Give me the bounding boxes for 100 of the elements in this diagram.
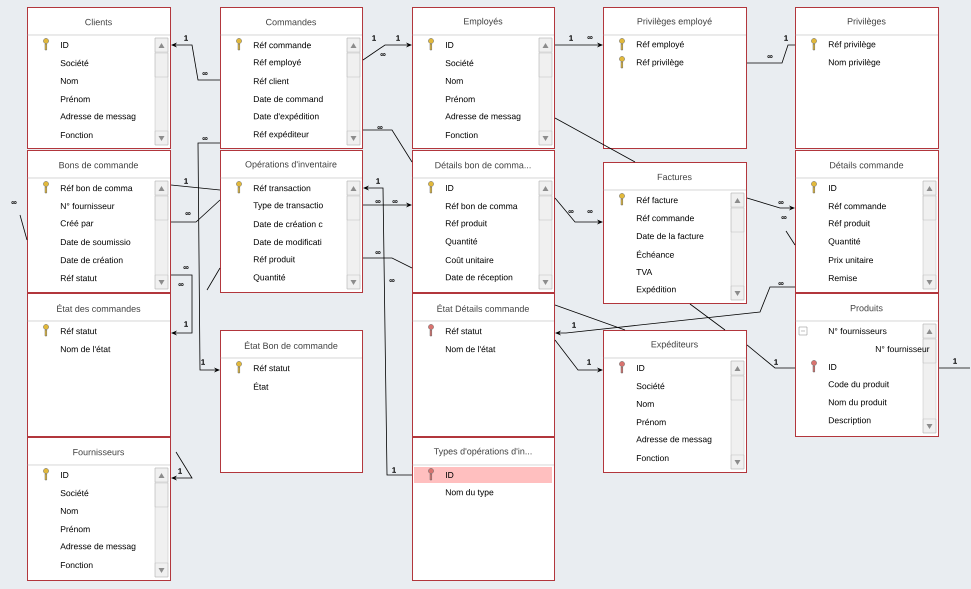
field-name: Prénom [60, 526, 90, 532]
field-name: Quantité [446, 238, 478, 246]
relationship-line [786, 230, 796, 246]
table-title: Employés [464, 18, 502, 26]
relationship-line [170, 274, 192, 336]
relationship-line [170, 184, 220, 190]
field-name: Adresse de messag [60, 543, 136, 551]
field-name: Coût unitaire [446, 256, 494, 264]
field-name: Expédition [636, 286, 676, 294]
field-name: État [254, 382, 268, 390]
field-name: Nom du produit [828, 399, 887, 407]
field-name: Date de création [60, 256, 122, 264]
field-name: Société [446, 60, 474, 66]
table-box [412, 437, 555, 581]
relationship-line [746, 344, 796, 368]
table-title: Bons de commande [59, 162, 138, 168]
field-name: Date de la facture [636, 232, 704, 240]
relationship-line [554, 304, 626, 330]
relationship-line [554, 118, 636, 162]
table-box [412, 150, 555, 293]
table-box [412, 293, 555, 437]
field-name: Fonction [446, 132, 478, 138]
table-title: État des commandes [57, 304, 140, 312]
relationship-line [362, 258, 412, 268]
table-title: Commandes [266, 18, 316, 26]
field-name: Remise [828, 274, 857, 282]
field-name: N° fournisseurs [828, 328, 887, 334]
table-box [26, 437, 171, 581]
relationship-line [170, 200, 220, 222]
field-name: Adresse de messag [445, 113, 520, 121]
field-name: Adresse de messag [60, 113, 136, 121]
table-box [794, 150, 939, 293]
table-title: Produits [850, 304, 883, 312]
field-name: Réf transaction [254, 184, 310, 192]
relationship-line [746, 44, 796, 64]
field-name: Nom [446, 78, 463, 84]
field-name: Réf commande [828, 202, 886, 210]
table-box [220, 150, 363, 293]
field-name: Réf produit [254, 256, 296, 264]
field-name: Prénom [636, 418, 666, 426]
table-box [220, 330, 363, 473]
field-name: Société [636, 382, 664, 390]
table-title: Détails commande [830, 162, 904, 168]
field-name: ID [829, 185, 836, 191]
relationship-line [206, 268, 220, 290]
field-name: Réf commande [254, 42, 311, 48]
field-name: ID [446, 42, 454, 48]
table-box [794, 293, 939, 437]
field-name: Date de réception [446, 274, 512, 282]
field-name: Réf facture [636, 196, 678, 204]
relationship-line [690, 304, 726, 330]
relationship-line [20, 214, 28, 240]
table-title: Clients [85, 18, 112, 26]
field-name: ID [61, 42, 68, 48]
field-name: Fonction [60, 132, 92, 138]
table-box [26, 7, 171, 149]
field-name: Réf statut [446, 328, 482, 334]
table-title: Expéditeurs [652, 340, 698, 350]
field-name: Réf produit [446, 220, 488, 228]
table-title: Types d'opérations d'in... [434, 448, 532, 456]
field-name: Date de création c [254, 220, 322, 228]
field-name: Réf employé [254, 58, 301, 68]
selected-row: ID [414, 467, 552, 483]
field-name: ID [446, 185, 454, 191]
table-title: Fournisseurs [73, 448, 124, 456]
field-name: Nom du type [446, 489, 494, 497]
field-name: Quantité [254, 274, 286, 282]
field-name: Quantité [828, 238, 860, 246]
relationship-line [362, 130, 412, 162]
field-name: Nom [60, 78, 78, 84]
table-title: Opérations d'inventaire [245, 160, 337, 170]
table-box [602, 330, 747, 473]
field-name: Date de modificati [254, 238, 322, 246]
field-name: Réf statut [60, 274, 97, 282]
field-name: Adresse de messag [636, 436, 712, 444]
table-title: Détails bon de comma... [435, 162, 530, 168]
field-name: Date d'expédition [254, 112, 319, 122]
field-name: Fonction [60, 562, 92, 568]
field-name: ID [829, 364, 836, 370]
field-name: Nom [636, 401, 654, 407]
field-name: Type de transactio [253, 202, 323, 210]
field-name: ID [637, 365, 644, 371]
field-name: N° fournisseur [876, 346, 930, 352]
table-box [220, 7, 363, 149]
field-name: Réf bon de comma [446, 202, 518, 210]
table-title: État Bon de commande [244, 341, 338, 349]
table-box [794, 7, 939, 149]
field-name: Réf privilège [636, 58, 684, 68]
field-name: Nom de l'état [60, 346, 110, 352]
table-title: État Détails commande [437, 304, 529, 312]
field-name: Réf bon de comma [60, 184, 133, 192]
table-title: Privilèges [848, 18, 886, 26]
field-name: Réf privilège [828, 40, 876, 50]
table-title: Privilèges employé [638, 18, 712, 26]
field-name: Réf client [254, 78, 289, 84]
table-box [26, 293, 171, 437]
field-name: Réf employé [636, 40, 684, 50]
field-name: Réf statut [60, 328, 97, 334]
field-name: ID [61, 472, 68, 478]
table-box [412, 7, 555, 149]
